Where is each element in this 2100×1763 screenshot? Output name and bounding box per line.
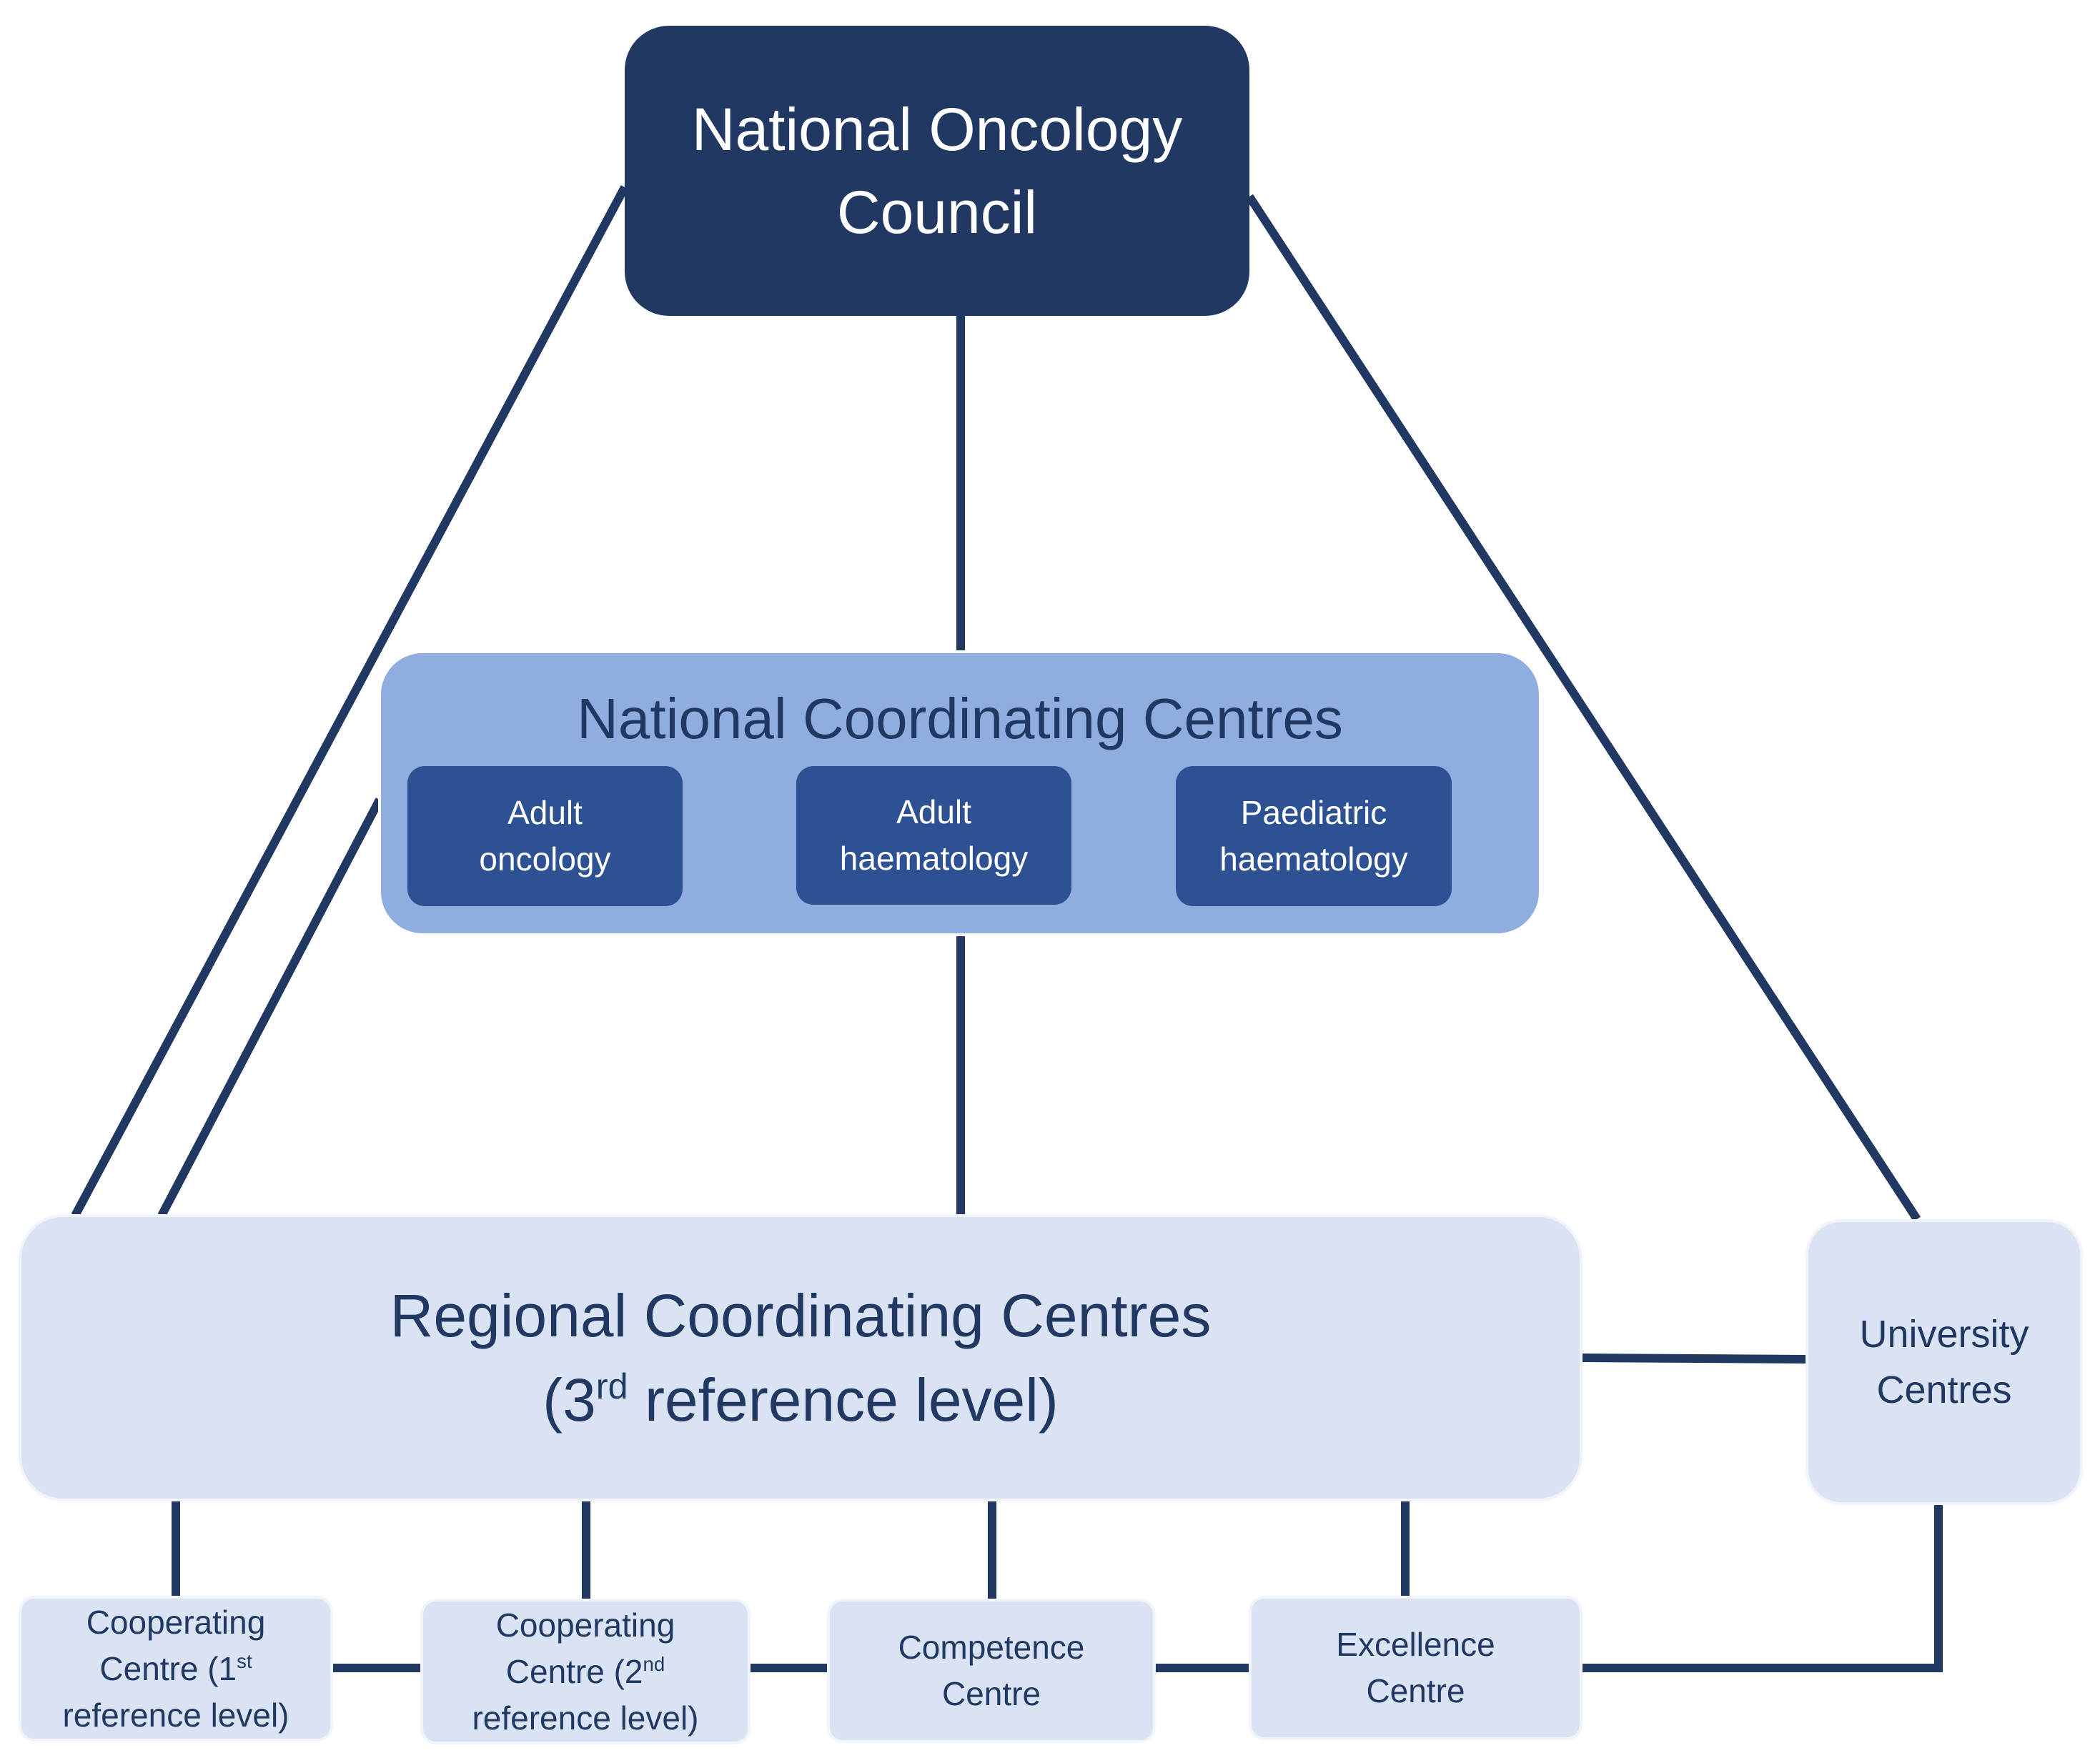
connector-council-to-university	[1245, 194, 1921, 1222]
cooperating-centre-2nd-line2: Centre (2nd	[506, 1649, 665, 1695]
cooperating-centre-2nd-line1: Cooperating	[495, 1606, 675, 1644]
adult-oncology-line2: oncology	[479, 840, 611, 878]
national-oncology-council-line2: Council	[836, 179, 1038, 246]
adult-haematology-line1: Adult	[896, 793, 971, 830]
cooperating-centre-2nd-line3: reference level)	[472, 1699, 699, 1737]
cooperating-centre-1st-box: Cooperating Centre (1st reference level)	[19, 1596, 333, 1742]
excellence-centre-box: Excellence Centre	[1249, 1596, 1583, 1740]
cooperating-centre-1st-line3: reference level)	[62, 1696, 289, 1734]
university-centres-line1: University	[1859, 1313, 2029, 1356]
excellence-centre-line1: Excellence	[1336, 1626, 1495, 1663]
competence-centre-line1: Competence	[898, 1629, 1085, 1666]
paediatric-haematology-line1: Paediatric	[1240, 794, 1387, 831]
paediatric-haematology-line2: haematology	[1219, 840, 1408, 878]
regional-coordinating-centres-line2: (3rd reference level)	[543, 1358, 1059, 1442]
adult-oncology-box: Adult oncology	[407, 766, 683, 906]
excellence-centre-line2: Centre	[1366, 1672, 1465, 1709]
cooperating-2-line2-pre: Centre (2	[505, 1652, 643, 1690]
connector-council-to-regional-left	[71, 185, 629, 1218]
cooperating-centre-2nd-box: Cooperating Centre (2nd reference level)	[420, 1599, 751, 1744]
regional-line2-pre: (3	[543, 1366, 596, 1434]
adult-haematology-line2: haematology	[839, 840, 1029, 877]
competence-centre-line2: Centre	[941, 1675, 1041, 1712]
connector-ncc-to-regional-left	[157, 798, 384, 1218]
national-oncology-council-box: National Oncology Council	[625, 26, 1249, 316]
regional-coordinating-centres-box: Regional Coordinating Centres (3rd refer…	[19, 1214, 1583, 1501]
national-oncology-council-line1: National Oncology	[691, 96, 1183, 163]
paediatric-haematology-box: Paediatric haematology	[1176, 766, 1452, 906]
cooperating-centre-1st-line1: Cooperating	[86, 1603, 266, 1641]
cooperating-2-line2-sup: nd	[643, 1652, 665, 1675]
cooperating-1-line2-sup: st	[237, 1649, 252, 1672]
university-centres-line2: Centres	[1876, 1369, 2012, 1411]
regional-line2-post: reference level)	[628, 1366, 1059, 1434]
university-centres-box: University Centres	[1806, 1219, 2083, 1505]
regional-line2-sup: rd	[595, 1365, 628, 1406]
adult-haematology-box: Adult haematology	[796, 766, 1071, 905]
regional-coordinating-centres-line1: Regional Coordinating Centres	[390, 1282, 1212, 1349]
adult-oncology-line1: Adult	[507, 794, 583, 831]
cooperating-1-line2-pre: Centre (1	[99, 1649, 237, 1687]
national-coordinating-centres-title: National Coordinating Centres	[577, 687, 1343, 750]
cooperating-centre-1st-line2: Centre (1st	[99, 1646, 252, 1692]
competence-centre-box: Competence Centre	[827, 1599, 1156, 1743]
connector-regional-to-university	[1582, 1354, 1806, 1364]
connector-excellence-to-university	[1581, 1505, 1943, 1672]
